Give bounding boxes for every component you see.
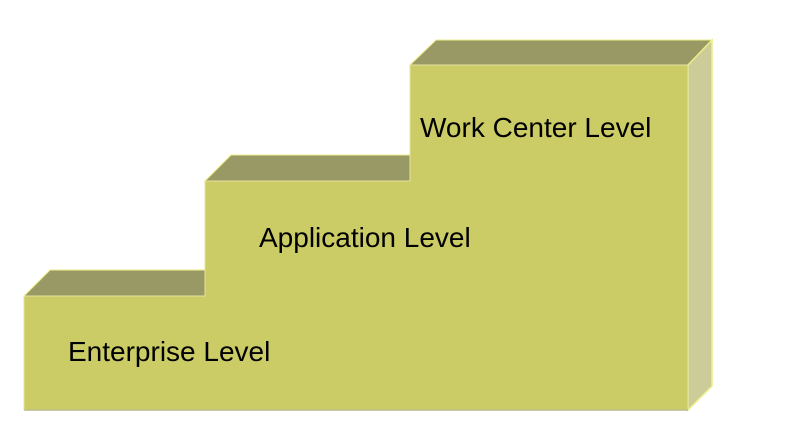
step-2-top-face [203,154,412,182]
step-3-top-face [408,39,714,66]
step-label-enterprise: Enterprise Level [68,336,270,367]
right-side-face [687,38,713,412]
step-label-application: Application Level [259,222,471,253]
step-1-top-face [22,269,207,297]
step-label-work-center: Work Center Level [420,112,651,143]
